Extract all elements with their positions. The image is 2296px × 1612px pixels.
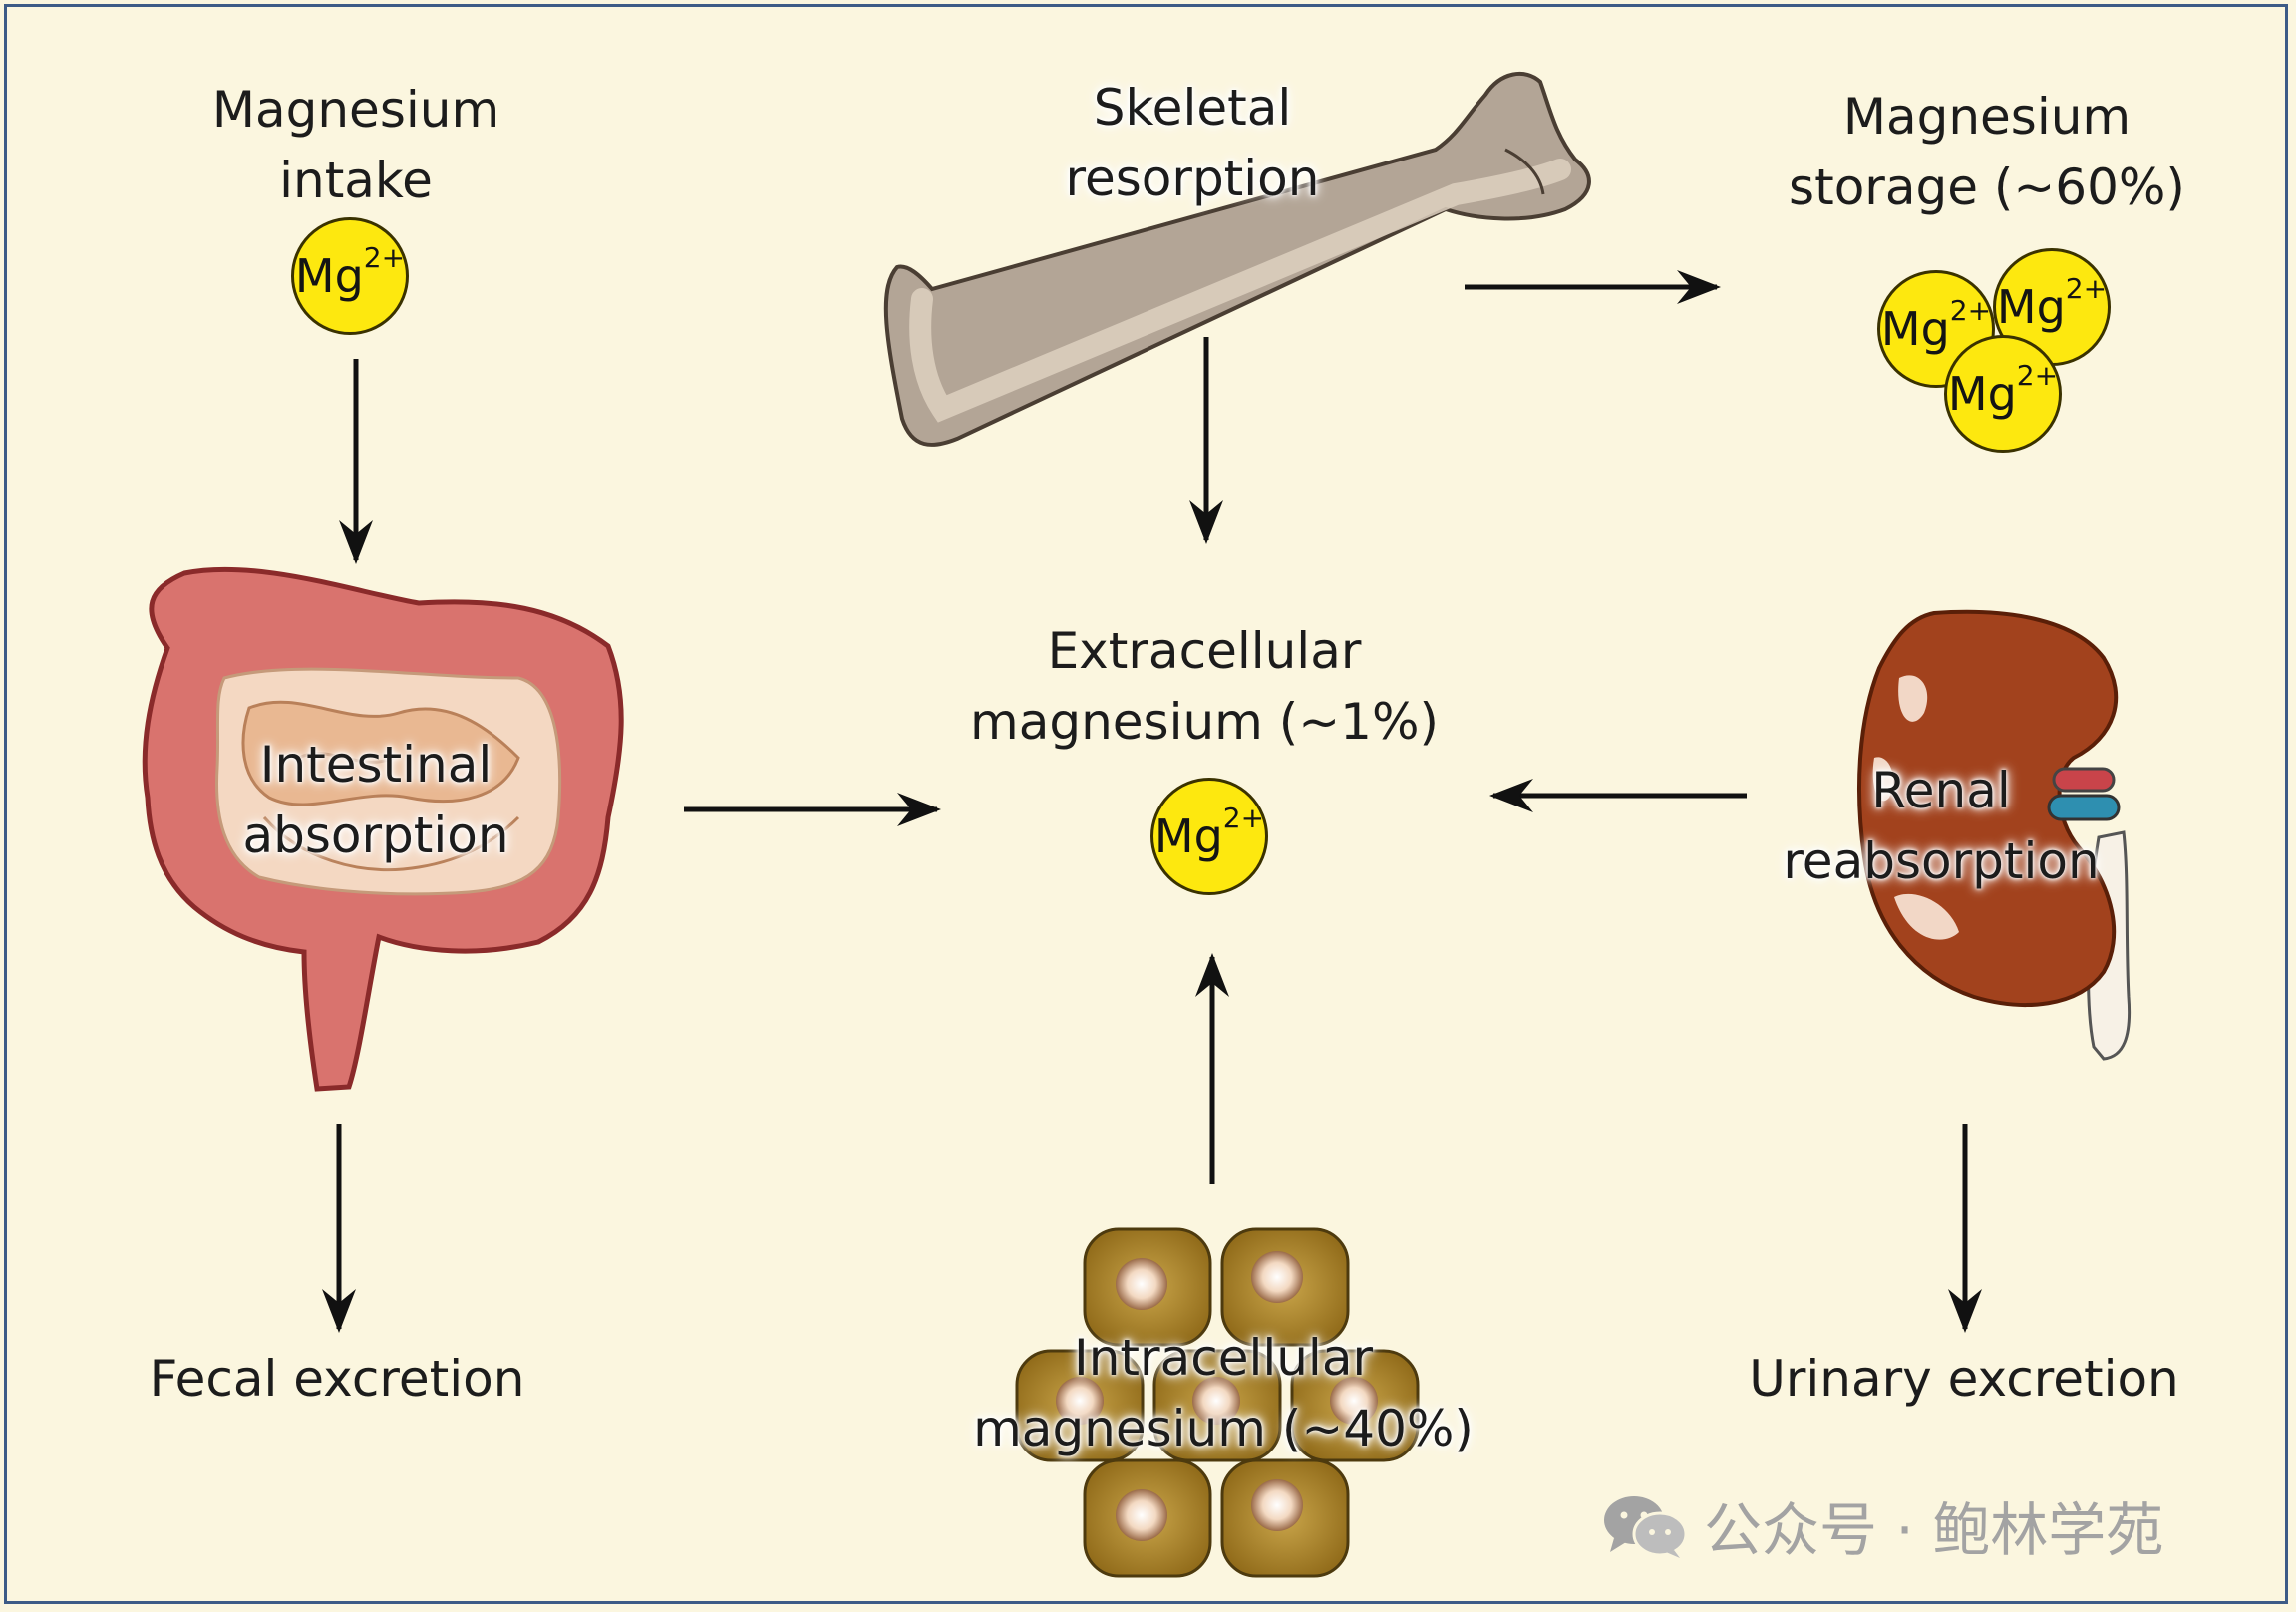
watermark: 公众号 · 鲍林学苑 [1600, 1490, 2163, 1564]
bone-illustration [883, 72, 1591, 447]
cell-cluster-illustration [1015, 1227, 1420, 1578]
kidney-illustration [1857, 609, 2132, 1061]
intestine-illustration [142, 566, 624, 1092]
watermark-text: 公众号 · 鲍林学苑 [1704, 1496, 2164, 1564]
figure-frame [4, 4, 2288, 1604]
flow-arrows [322, 270, 1982, 1333]
fecal-excretion-label: Fecal excretion [149, 1350, 525, 1408]
urinary-excretion-label: Urinary excretion [1749, 1350, 2179, 1408]
wechat-icon [1604, 1496, 1688, 1558]
